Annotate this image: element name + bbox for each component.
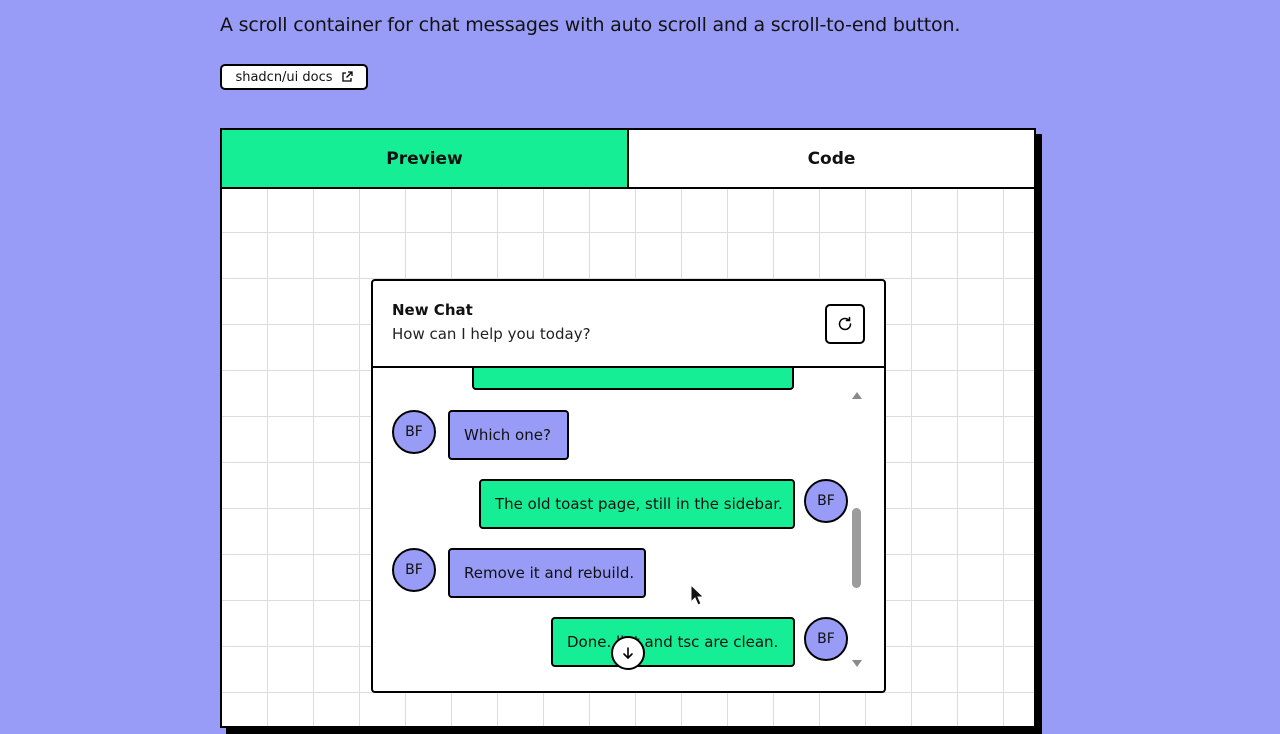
docs-link-label: shadcn/ui docs [235,69,333,85]
mouse-cursor-icon [690,584,704,606]
chat-card: New Chat How can I help you today? BF Wh… [371,279,886,693]
tab-bar: Preview Code [222,130,1034,189]
partial-message-bubble [472,368,794,390]
message-scrollbar[interactable] [851,392,863,672]
tab-code[interactable]: Code [807,148,856,169]
external-link-icon [341,71,353,82]
avatar: BF [392,410,436,454]
message-bubble: Done. lint and tsc are clean. [551,617,795,667]
avatar: BF [392,548,436,592]
avatar: BF [804,617,848,661]
refresh-button[interactable] [825,304,865,344]
avatar: BF [804,479,848,523]
chat-title: New Chat [392,301,473,319]
message-bubble: Remove it and rebuild. [448,548,646,598]
chat-header: New Chat How can I help you today? [373,281,884,368]
scroll-up-arrow-icon[interactable] [852,392,862,399]
scroll-thumb[interactable] [852,508,861,588]
scroll-to-end-button[interactable] [611,636,645,670]
chat-subtitle: How can I help you today? [392,325,591,343]
message-scroll-area[interactable]: BF Which one? The old toast page, still … [373,368,884,691]
tab-preview[interactable]: Preview [222,130,629,187]
docs-link-button[interactable]: shadcn/ui docs [220,64,368,90]
arrow-down-icon [623,647,633,659]
component-description: A scroll container for chat messages wit… [220,14,961,36]
refresh-icon [838,316,852,331]
message-bubble: The old toast page, still in the sidebar… [479,479,795,529]
message-bubble: Which one? [448,410,569,460]
scroll-down-arrow-icon[interactable] [852,660,862,667]
